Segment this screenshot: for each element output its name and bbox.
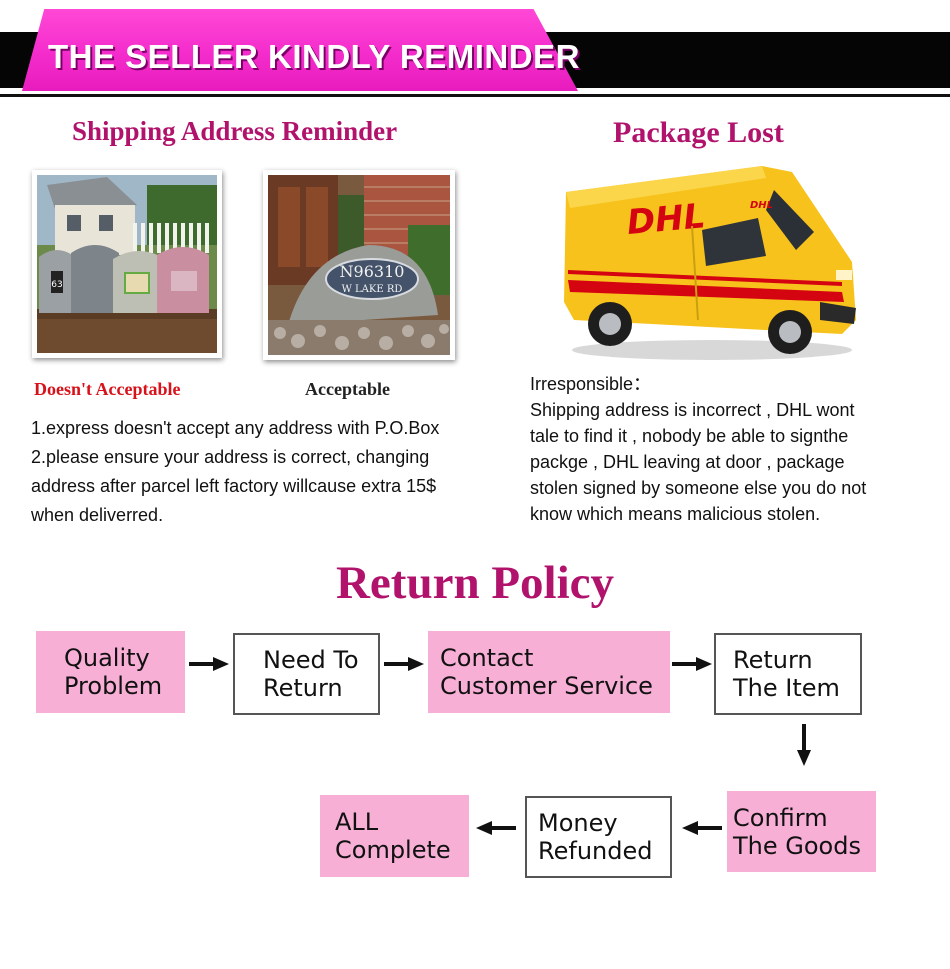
step-line-1: ALL	[335, 808, 379, 836]
mailboxes-photo: 63	[32, 170, 222, 358]
van-dhl-logo: DHL	[625, 196, 707, 243]
step-line-2: Refunded	[538, 837, 653, 865]
package-lost-line: stolen signed by someone else you do not	[530, 478, 867, 498]
step-line-1: Return	[733, 646, 813, 674]
package-lost-line: Shipping address is incorrect , DHL wont	[530, 400, 855, 420]
step-line-1: Money	[538, 809, 618, 837]
package-lost-line: tale to find it , nobody be able to sign…	[530, 426, 849, 446]
shipping-address-heading: Shipping Address Reminder	[72, 116, 398, 146]
svg-text:63: 63	[51, 280, 62, 290]
package-lost-text: Irresponsible： Shipping address is incor…	[530, 371, 940, 527]
step-line-1: Confirm	[733, 803, 828, 832]
step-line-2: Complete	[335, 836, 451, 864]
sign-line-2: W LAKE RD	[342, 284, 403, 295]
address-stone-photo: N96310 W LAKE RD	[263, 170, 455, 360]
arrow-right-icon	[189, 657, 229, 671]
arrow-right-icon	[672, 657, 712, 671]
shipping-note-line: when deliverred.	[31, 505, 164, 525]
shipping-notes: 1.express doesn't accept any address wit…	[31, 414, 501, 530]
step-line-1: Quality	[64, 644, 150, 672]
van-dhl-small-logo: DHL	[750, 200, 773, 211]
step-line-2: Problem	[64, 672, 163, 700]
reminder-banner: THE SELLER KINDLY REMINDER	[0, 0, 950, 100]
arrow-right-icon	[384, 657, 424, 671]
package-lost-line: packge , DHL leaving at door , package	[530, 452, 845, 472]
address-stone-illustration: N96310 W LAKE RD	[268, 175, 450, 355]
sign-line-1: N96310	[340, 262, 405, 281]
package-lost-line: Irresponsible：	[530, 374, 652, 394]
banner-title: THE SELLER KINDLY REMINDER	[48, 38, 580, 75]
step-line-2: The Goods	[733, 831, 861, 860]
step-line-2: Customer Service	[440, 672, 653, 700]
shipping-note-line: address after parcel left factory willca…	[31, 476, 437, 496]
dhl-van-icon: DHL DHL	[564, 166, 856, 360]
mailboxes-illustration: 63	[37, 175, 217, 353]
arrow-left-icon	[682, 821, 722, 835]
step-line-1: Need To	[263, 646, 359, 674]
step-line-2: The Item	[733, 674, 840, 702]
shipping-note-line: 2.please ensure your address is correct,…	[31, 447, 430, 467]
arrow-down-icon	[797, 724, 811, 766]
doesnt-acceptable-caption: Doesn't Acceptable	[34, 379, 181, 399]
arrow-left-icon	[476, 821, 516, 835]
step-line-2: Return	[263, 674, 343, 702]
acceptable-caption: Acceptable	[305, 379, 390, 399]
package-lost-heading: Package Lost	[613, 116, 784, 149]
package-lost-line: know which means malicious stolen.	[530, 504, 821, 524]
shipping-note-line: 1.express doesn't accept any address wit…	[31, 418, 440, 438]
banner-divider	[0, 94, 950, 97]
step-line-1: Contact	[440, 644, 534, 672]
banner-pink-tab	[22, 9, 578, 91]
return-policy-heading: Return Policy	[335, 557, 615, 609]
